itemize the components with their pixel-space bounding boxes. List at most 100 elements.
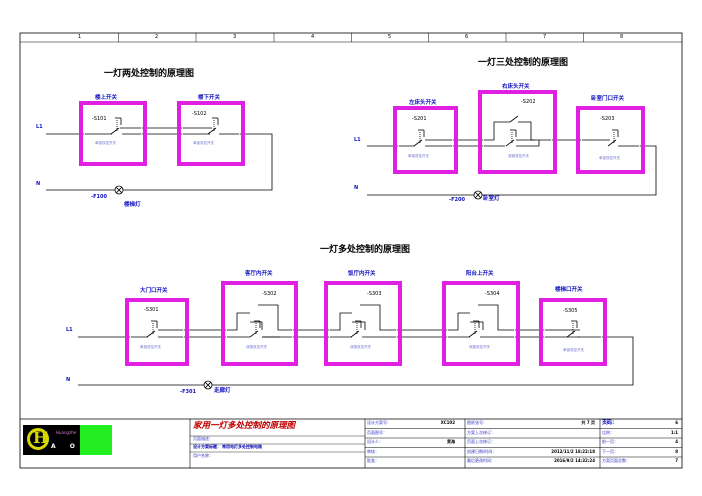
title-block-value: 2016/9/2 14:32:24 bbox=[554, 458, 595, 463]
title-block-value: XC102 bbox=[440, 420, 455, 425]
diagram-three-title: 一灯三处控制的原理图 bbox=[478, 58, 569, 68]
column-number: 2 bbox=[155, 34, 159, 40]
title-block-value: 共 7 页 bbox=[581, 420, 595, 425]
switch-name: 右床头开关 bbox=[502, 84, 530, 90]
switch-contact-icon bbox=[413, 129, 425, 147]
switch-desc: 单极双控开关 bbox=[599, 156, 620, 160]
switch-desc: 单极双控开关 bbox=[95, 141, 116, 145]
title-block-label: 页码： bbox=[602, 420, 618, 426]
title-block-label: 下一页： bbox=[602, 448, 618, 454]
title-block-label: 页面上次修订： bbox=[467, 439, 495, 444]
column-number: 7 bbox=[543, 34, 547, 40]
title-block-label: 方案上次修订： bbox=[467, 429, 495, 435]
wire bbox=[482, 145, 657, 196]
title-block-value: 6 bbox=[675, 420, 678, 425]
switch-box bbox=[576, 106, 645, 174]
title-block-value: 1:1 bbox=[670, 429, 678, 435]
lamp-icon bbox=[114, 185, 124, 195]
lamp-icon bbox=[473, 190, 483, 200]
switch-tag: -S301 bbox=[144, 307, 159, 313]
switch-name: 客厅内开关 bbox=[245, 271, 273, 277]
title-block-label: 前一页： bbox=[602, 439, 618, 444]
lamp-name: 走廊灯 bbox=[214, 388, 231, 394]
title-block-label: 批准： bbox=[367, 458, 379, 463]
customer-label: 用户名称： bbox=[193, 453, 213, 458]
column-number: 3 bbox=[233, 34, 237, 40]
l1-label: L1 bbox=[354, 137, 361, 143]
switch-tag: -S304 bbox=[485, 291, 500, 297]
switch-contact-icon bbox=[607, 129, 619, 147]
switch-box bbox=[393, 106, 458, 174]
switch-box bbox=[177, 101, 245, 166]
switch-name: 楼下开关 bbox=[198, 95, 221, 101]
drawing-frame bbox=[19, 32, 683, 469]
page-desc-label: 页面描述： bbox=[193, 436, 213, 441]
switch-contact-icon bbox=[110, 117, 122, 135]
switch-desc: 单极双控开关 bbox=[563, 348, 584, 352]
wire bbox=[425, 121, 510, 141]
wire bbox=[518, 121, 535, 141]
switch-name: 卧室门口开关 bbox=[591, 96, 625, 102]
title-block-label: 页面图号： bbox=[367, 429, 387, 435]
project-title-label: 设计方案标题： bbox=[193, 444, 221, 449]
l1-label: L1 bbox=[36, 124, 43, 130]
title-block-label: 设计方案号： bbox=[367, 420, 391, 425]
switch-box bbox=[324, 281, 402, 366]
wire bbox=[360, 304, 470, 331]
wire bbox=[250, 321, 263, 330]
switch-contact-icon bbox=[505, 129, 517, 147]
switch-tag: -S101 bbox=[92, 116, 107, 122]
switch-name: 阳台上开关 bbox=[466, 271, 494, 277]
title-block-label: 图纸张号： bbox=[467, 420, 487, 425]
company-logo: H Huangzhe A O bbox=[23, 425, 112, 455]
title-block-value: 8 bbox=[675, 448, 678, 454]
switch-contact-icon bbox=[207, 117, 219, 135]
diagram-two-title: 一灯两处控制的原理图 bbox=[104, 69, 195, 79]
switch-desc: 单极双控开关 bbox=[193, 141, 214, 145]
switch-box bbox=[478, 90, 557, 174]
switch-contact-icon bbox=[468, 320, 480, 338]
switch-contact-icon bbox=[566, 320, 578, 338]
switch-tag: -S203 bbox=[600, 116, 615, 122]
wire bbox=[258, 304, 352, 331]
title-block-label: 最后更改时间： bbox=[467, 458, 495, 463]
title-block-label: 设计人： bbox=[367, 439, 383, 444]
lamp-name: 楼梯灯 bbox=[124, 202, 141, 208]
lamp-tag: -F200 bbox=[449, 197, 465, 203]
project-title: 常用电灯多处控制电路 bbox=[222, 444, 262, 449]
switch-name: 楼上开关 bbox=[95, 95, 118, 101]
switch-tag: -S303 bbox=[367, 291, 382, 297]
switch-box bbox=[221, 281, 298, 366]
wire bbox=[123, 133, 273, 191]
title-block-value: 黄海 bbox=[447, 439, 455, 444]
l1-label: L1 bbox=[66, 327, 73, 333]
switch-tag: -S302 bbox=[262, 291, 277, 297]
lamp-tag: -F100 bbox=[91, 194, 107, 200]
switch-contact-icon bbox=[249, 320, 261, 338]
diagram-multi-title: 一灯多处控制的原理图 bbox=[320, 245, 411, 255]
switch-tag: -S305 bbox=[563, 308, 578, 314]
n-label: N bbox=[66, 377, 71, 383]
switch-desc: 双路双控开关 bbox=[350, 345, 371, 349]
wire bbox=[158, 312, 250, 331]
title-block-label: 方案页面总数： bbox=[602, 458, 630, 463]
column-number: 6 bbox=[465, 34, 469, 40]
column-number: 5 bbox=[388, 34, 392, 40]
n-label: N bbox=[354, 185, 359, 191]
switch-tag: -S202 bbox=[521, 99, 536, 105]
switch-box bbox=[442, 281, 520, 366]
wire bbox=[352, 321, 366, 330]
column-number: 1 bbox=[78, 34, 82, 40]
logo-script: Huangzhe bbox=[56, 430, 77, 435]
column-number: 4 bbox=[311, 34, 315, 40]
switch-box bbox=[125, 298, 189, 366]
lamp-name: 卧室灯 bbox=[483, 196, 500, 202]
n-label: N bbox=[36, 181, 41, 187]
switch-desc: 双路双控开关 bbox=[469, 345, 490, 349]
switch-tag: -S102 bbox=[192, 111, 207, 117]
switch-box bbox=[79, 101, 147, 166]
lamp-icon bbox=[203, 380, 213, 390]
wire bbox=[509, 115, 519, 123]
switch-contact-icon bbox=[350, 320, 362, 338]
